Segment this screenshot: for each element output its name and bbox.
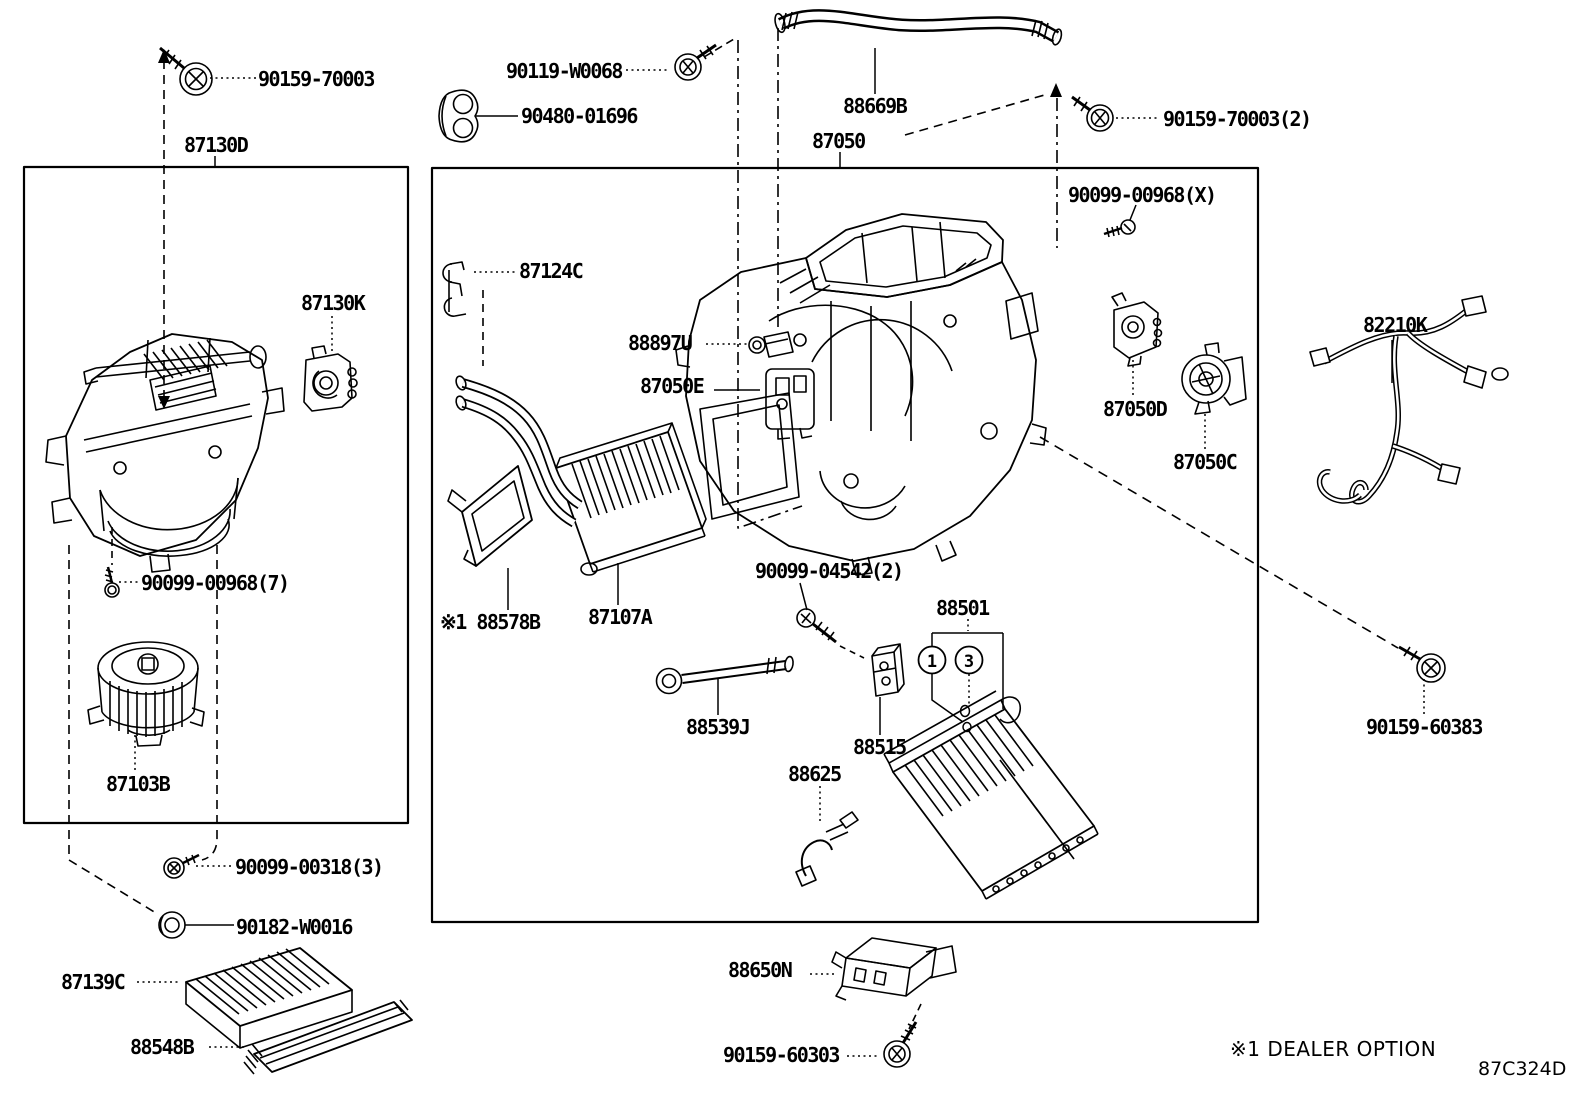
expansion-valve-88515-drawing: [871, 643, 905, 697]
part-label-87050c: 87050C: [1173, 450, 1238, 474]
part-label-87103b: 87103B: [106, 772, 171, 796]
callout-circle-1: 1: [927, 652, 937, 672]
part-label-90119-w0068: 90119-W0068: [506, 59, 623, 83]
hvac-unit-87050-drawing: [675, 213, 1047, 576]
pipe-88539j-drawing: [655, 655, 794, 695]
servo-87130k-drawing: [303, 345, 358, 412]
heater-hose-drawing: [774, 9, 1063, 46]
part-label-88515: 88515: [853, 735, 907, 759]
right-assembly-box: [430, 166, 1260, 924]
part-label-88501: 88501: [936, 596, 990, 620]
part-label-88548b: 88548B: [130, 1035, 195, 1059]
part-label-90159-70003-2: 90159-70003(2): [1163, 107, 1312, 131]
construction-lines: [68, 28, 1399, 1030]
part-label-88897u: 88897U: [628, 331, 693, 355]
screw-90159-60303-icon: [883, 1021, 918, 1068]
heater-core-87107a-drawing: [555, 422, 707, 576]
servo-87050c-drawing: [1181, 342, 1247, 415]
part-label-87107a: 87107A: [588, 605, 653, 629]
leader-lines: [119, 48, 1425, 1057]
part-label-90099-00318-3: 90099-00318(3): [235, 855, 384, 879]
drawing-code: 87C324D: [1478, 1058, 1567, 1080]
callout-bracket-88501: 1 3: [917, 632, 1004, 733]
thermistor-88625-drawing: [795, 811, 859, 887]
wire-harness-82210k-drawing: [1309, 295, 1509, 505]
part-label-90099-00968-x: 90099-00968(X): [1068, 183, 1217, 207]
part-label-90182-w0016: 90182-W0016: [236, 915, 353, 939]
servo-87050d-drawing: [1111, 292, 1163, 367]
part-label-88539j: 88539J: [686, 715, 751, 739]
part-label-88669b: 88669B: [843, 94, 908, 118]
part-label-88650n: 88650N: [728, 958, 793, 982]
dealer-option-note: ※1 DEALER OPTION: [1230, 1037, 1437, 1061]
part-label-90159-70003: 90159-70003: [258, 67, 375, 91]
evaporator-drawing: [883, 690, 1099, 900]
screw-90099-00968x-icon: [1103, 219, 1136, 238]
blower-unit-87130d-drawing: [45, 333, 285, 573]
screw-90119-w0068-icon: [674, 43, 717, 81]
screw-90099-00318-icon: [163, 853, 200, 879]
screw-90099-00968-7-icon: [104, 566, 120, 598]
clamp-87124c-drawing: [442, 261, 467, 317]
part-label-87124c: 87124C: [519, 259, 584, 283]
part-label-87050e: 87050E: [640, 374, 705, 398]
screw-90099-04542-icon: [796, 608, 837, 644]
part-label-90159-60303: 90159-60303: [723, 1043, 840, 1067]
servo-87050e-drawing: [765, 368, 815, 440]
part-label-88625: 88625: [788, 762, 842, 786]
left-assembly-box: [22, 165, 410, 825]
part-label-87130d: 87130D: [184, 133, 249, 157]
part-label-90480-01696: 90480-01696: [521, 104, 638, 128]
cabin-filter-87139c-drawing: [185, 947, 353, 1049]
grommet-90480-01696-icon: [438, 89, 479, 143]
part-label-82210k: 82210K: [1363, 313, 1428, 337]
part-label-87050d: 87050D: [1103, 397, 1168, 421]
part-label-87139c: 87139C: [61, 970, 126, 994]
part-label-87050: 87050: [812, 129, 866, 153]
amplifier-88650n-drawing: [831, 937, 957, 1001]
part-label-88578b: ※1 88578B: [440, 610, 541, 634]
screw-90159-60383-icon: [1398, 645, 1446, 683]
part-label-87130k: 87130K: [301, 291, 366, 315]
screw-90159-70003-icon: [159, 46, 213, 96]
heater-core-frame-88578b-drawing: [447, 465, 533, 567]
sensor-88897u-drawing: [748, 331, 794, 358]
heater-pipes-drawing: [455, 375, 583, 528]
grommet-90182-w0016-icon: [158, 911, 186, 939]
part-label-90099-00968-7: 90099-00968(7): [141, 571, 290, 595]
part-label-90099-04542-2: 90099-04542(2): [755, 559, 904, 583]
part-label-90159-60383: 90159-60383: [1366, 715, 1483, 739]
blower-motor-drawing: [87, 641, 205, 747]
callout-circle-3: 3: [964, 652, 974, 672]
filter-frame-88548b-drawing: [243, 999, 413, 1075]
screw-90159-70003-2-icon: [1071, 95, 1114, 132]
